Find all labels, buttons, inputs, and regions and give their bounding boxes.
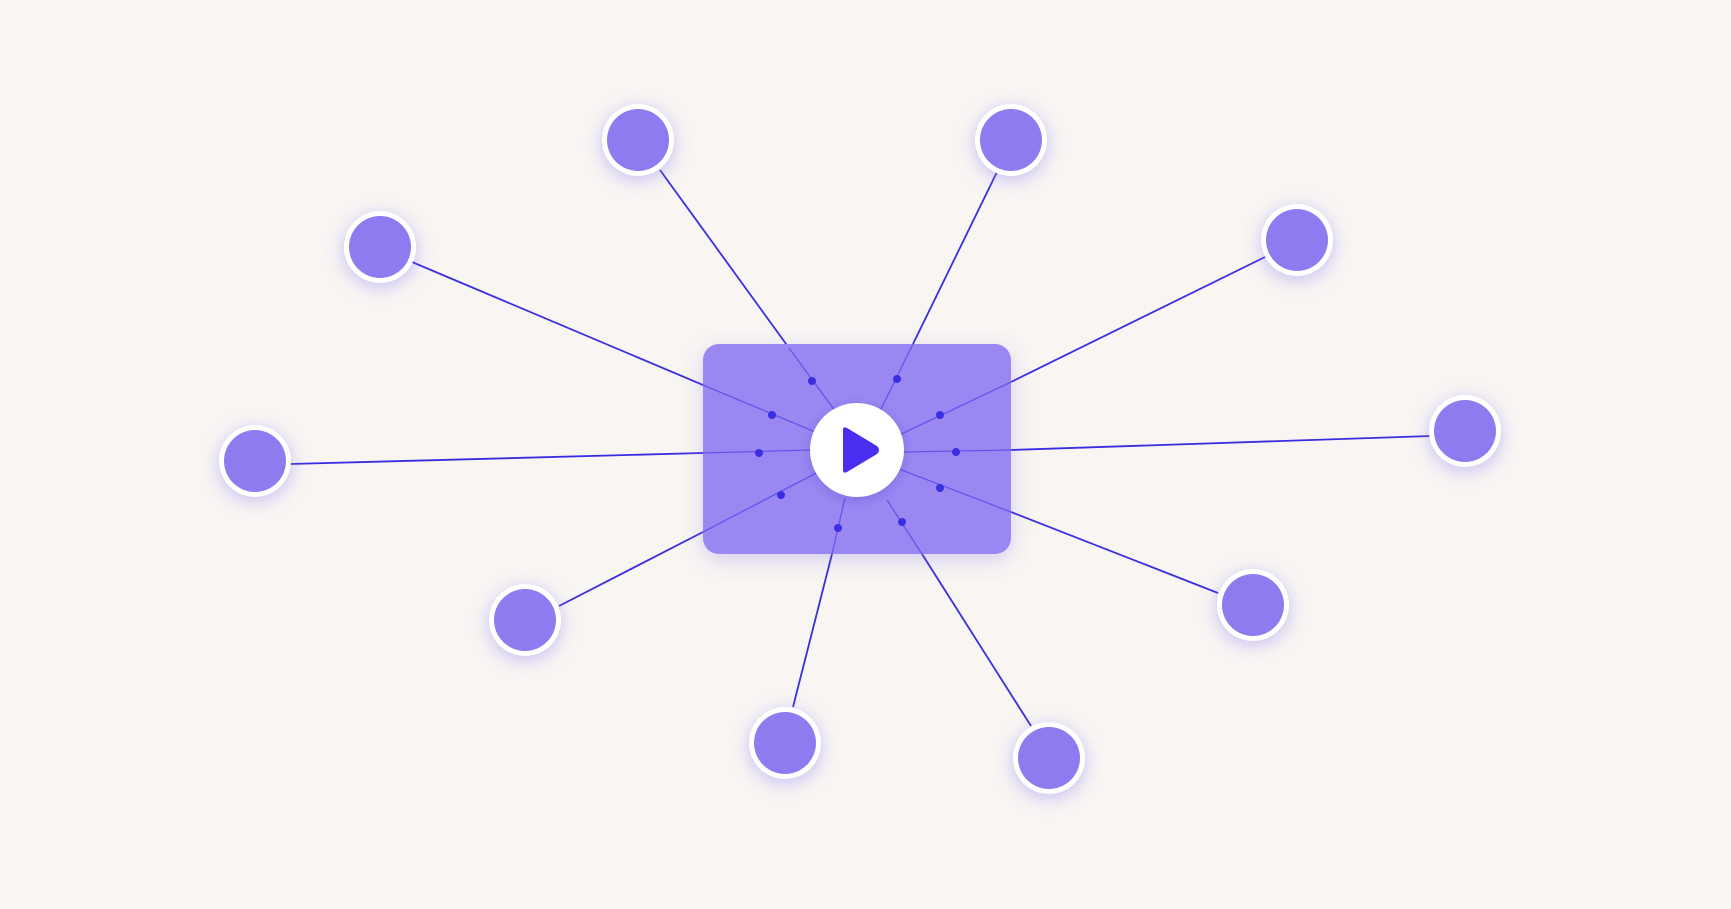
inner-spoke-line bbox=[886, 499, 923, 555]
connection-dot bbox=[898, 518, 906, 526]
connection-dot bbox=[893, 375, 901, 383]
connection-dot bbox=[936, 484, 944, 492]
node-right[interactable] bbox=[1429, 395, 1501, 467]
node-left-lower[interactable] bbox=[489, 584, 561, 656]
node-bottom-right[interactable] bbox=[1013, 722, 1085, 794]
spoke-lines bbox=[289, 169, 1432, 727]
connection-dot bbox=[755, 449, 763, 457]
spoke-line bbox=[659, 169, 790, 349]
spoke-line bbox=[1010, 435, 1432, 451]
connection-dot bbox=[834, 524, 842, 532]
inner-spoke-line bbox=[702, 384, 821, 435]
connection-dot bbox=[808, 377, 816, 385]
node-right-lower[interactable] bbox=[1217, 569, 1289, 641]
node-top-right-upper[interactable] bbox=[975, 104, 1047, 176]
connection-dot bbox=[936, 411, 944, 419]
node-left-upper[interactable] bbox=[344, 211, 416, 283]
connection-dot bbox=[777, 491, 785, 499]
spoke-line bbox=[1010, 256, 1266, 383]
hub-inner-lines bbox=[702, 343, 1012, 555]
spoke-line bbox=[912, 171, 998, 345]
hub-connection-dots bbox=[755, 375, 960, 532]
spoke-line bbox=[289, 452, 704, 465]
inner-spoke-line bbox=[702, 469, 823, 533]
inner-spoke-line bbox=[898, 468, 1012, 513]
inner-spoke-line bbox=[894, 381, 1012, 438]
node-top-left-upper[interactable] bbox=[602, 104, 674, 176]
connection-dot bbox=[768, 411, 776, 419]
spoke-line bbox=[411, 261, 704, 386]
spoke-line bbox=[1010, 511, 1219, 594]
play-button[interactable] bbox=[810, 403, 904, 497]
spoke-nodes bbox=[219, 104, 1501, 794]
spoke-line bbox=[558, 531, 704, 607]
spoke-line bbox=[921, 553, 1032, 727]
node-bottom-left[interactable] bbox=[749, 707, 821, 779]
node-right-upper[interactable] bbox=[1261, 204, 1333, 276]
play-icon[interactable] bbox=[843, 427, 879, 473]
connection-dot bbox=[952, 448, 960, 456]
spoke-line bbox=[792, 553, 833, 708]
node-left[interactable] bbox=[219, 425, 291, 497]
